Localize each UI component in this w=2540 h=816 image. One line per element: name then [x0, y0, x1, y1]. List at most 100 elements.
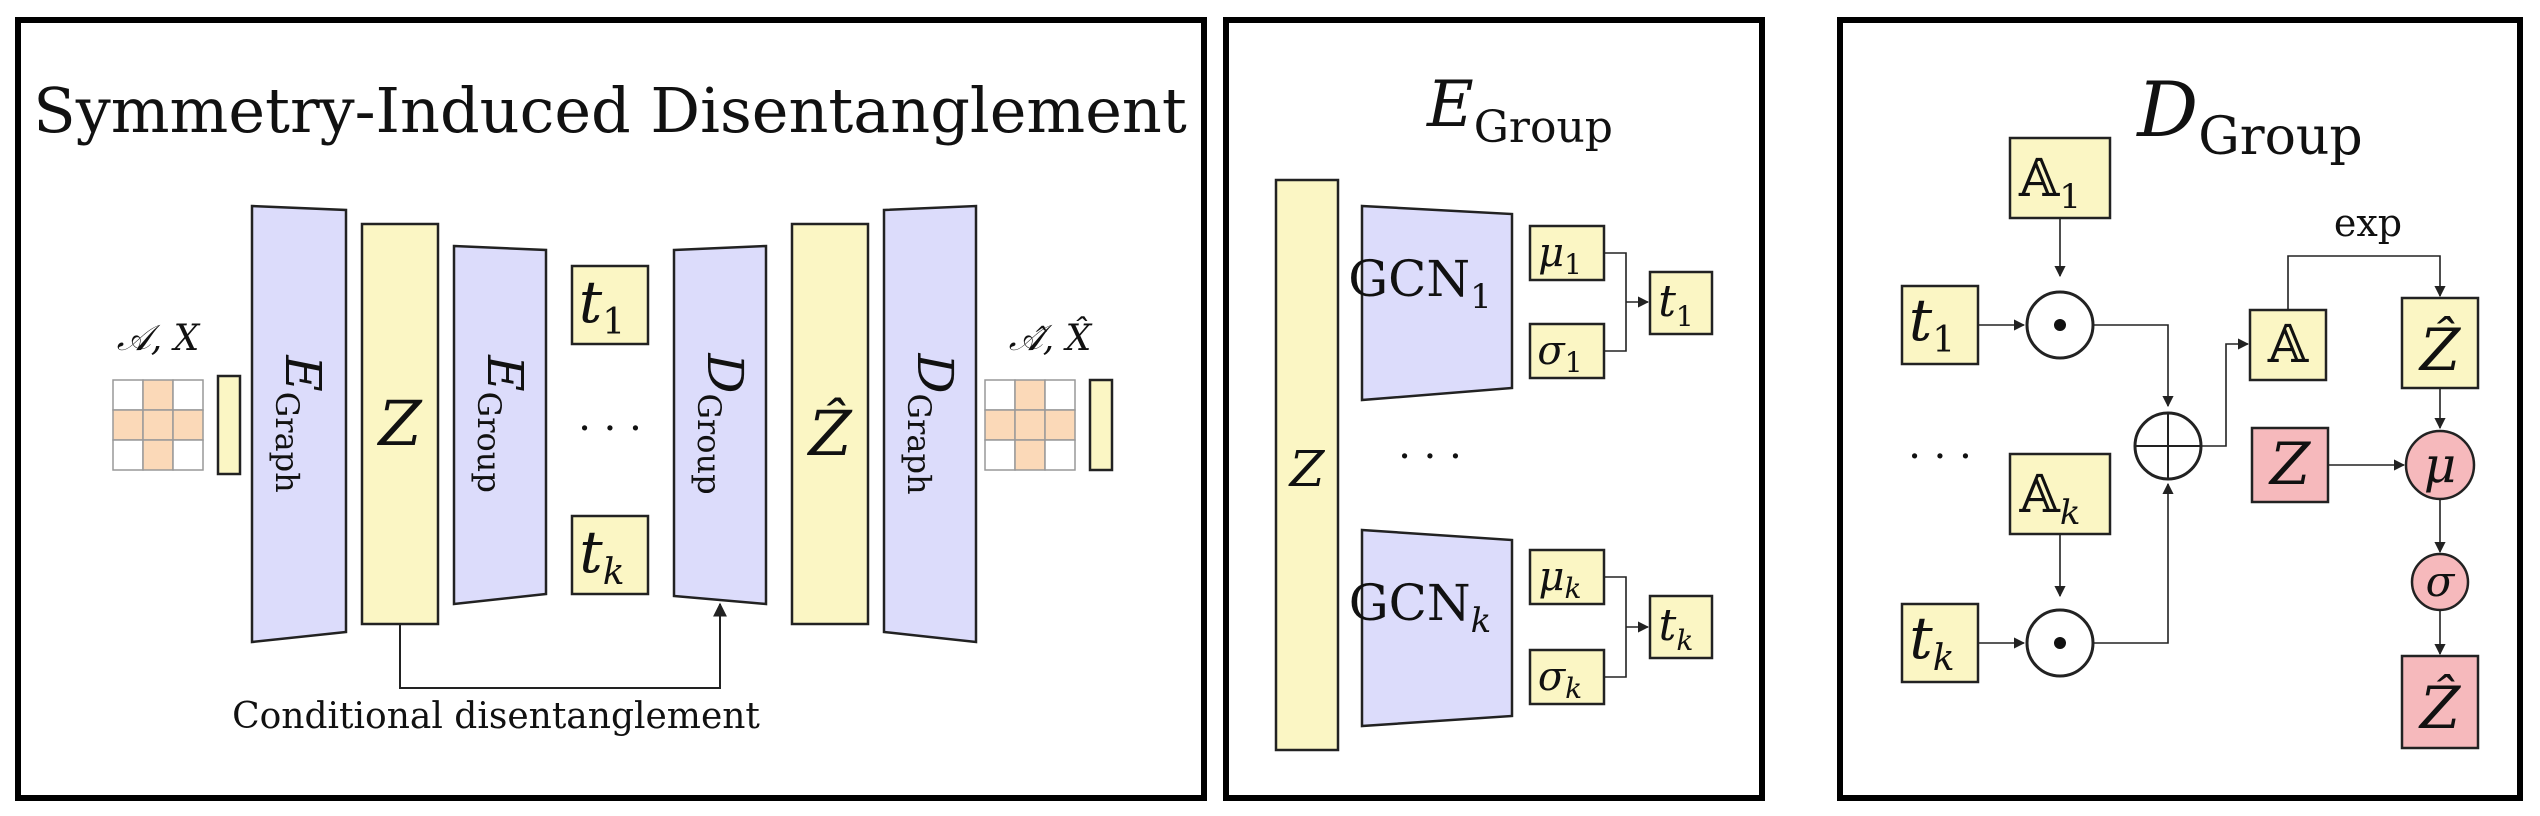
dec-t1-block	[1900, 284, 1980, 366]
sigma1-block	[1528, 322, 1606, 380]
d-group-label: D	[696, 352, 754, 393]
z-hat-label: Ẑ	[806, 397, 852, 470]
ak-label: 𝔸	[2019, 465, 2061, 525]
d-graph-block	[882, 204, 978, 644]
tk-subscript: k	[603, 552, 625, 593]
d-graph-label: D	[906, 352, 964, 393]
muk-subscript: k	[1565, 572, 1582, 605]
muk-label: μ	[1539, 554, 1565, 600]
svg-text:𝔸k: 𝔸k	[2019, 465, 2081, 533]
tk-label: t	[579, 518, 603, 586]
odot1-to-oplus-arrow	[2093, 324, 2174, 408]
d-group-subscript: Group	[690, 393, 728, 494]
z-hat-top-label: Ẑ	[2418, 316, 2462, 384]
z-label: Z	[376, 387, 422, 460]
svg-text:μk: μk	[1539, 554, 1582, 605]
gcnk-label: GCN	[1349, 574, 1471, 632]
dec-t1-subscript: 1	[1932, 320, 1955, 361]
mu1-label: μ	[1538, 230, 1564, 276]
svg-text:𝔸1: 𝔸1	[2018, 149, 2081, 217]
e-group-label: E	[476, 354, 534, 392]
e-group-block	[452, 244, 548, 606]
panel-2-title: E	[1426, 68, 1474, 142]
gcn-dots: · · ·	[1398, 434, 1462, 480]
panel-3-title-subscript: Group	[2198, 107, 2362, 167]
a1-label: 𝔸	[2018, 149, 2060, 209]
z-hat-block	[790, 222, 870, 626]
e-group-z-block	[1274, 178, 1340, 752]
gcnk-subscript: k	[1471, 601, 1492, 641]
svg-text:tk: tk	[579, 518, 624, 593]
output-adjacency-grid	[984, 379, 1076, 471]
e-graph-subscript: Graph	[268, 392, 306, 493]
svg-text:GCNk: GCNk	[1349, 574, 1492, 641]
sigmak-subscript: k	[1565, 672, 1582, 705]
exp-label: exp	[2334, 201, 2402, 245]
dec-dots: · · ·	[1908, 434, 1972, 480]
mu-label: μ	[2424, 436, 2457, 494]
enc-t1-subscript: 1	[1676, 300, 1694, 333]
t1-label: t	[579, 268, 603, 336]
tk-block	[570, 514, 650, 596]
output-graph-label: 𝒜̂, X̂	[1009, 316, 1093, 359]
input-feature-vector	[216, 374, 242, 476]
svg-text:t1: t1	[1658, 276, 1694, 333]
svg-text:DGroup: DGroup	[2135, 65, 2362, 167]
d-graph-subscript: Graph	[900, 394, 938, 495]
d-group-block	[672, 244, 768, 606]
dec-tk-block	[1900, 602, 1980, 684]
svg-text:EGraph: EGraph	[268, 354, 332, 493]
sigma1-subscript: 1	[1565, 346, 1583, 379]
input-graph-label: 𝒜, X	[117, 318, 201, 359]
oplus-cross	[2135, 413, 2201, 479]
e-group-z-label: Z	[1288, 440, 1326, 498]
svg-text:DGraph: DGraph	[900, 352, 964, 494]
z-hat-bottom-block	[2400, 654, 2480, 750]
panel-symmetry-induced-disentanglement: Symmetry-Induced Disentanglement 𝒜, X EG…	[15, 17, 1207, 801]
sigmak-label: σ	[1538, 654, 1567, 700]
svg-text:tk: tk	[1659, 600, 1694, 657]
dec-tk-subscript: k	[1933, 638, 1955, 679]
svg-text:σk: σk	[1538, 654, 1582, 705]
svg-text:EGroup: EGroup	[1426, 68, 1613, 153]
input-adjacency-grid	[112, 379, 204, 471]
dec-t1-label: t	[1909, 286, 1933, 354]
panel-2-title-subscript: Group	[1474, 102, 1613, 153]
svg-text:μ1: μ1	[1538, 230, 1582, 281]
t1-block	[570, 264, 650, 346]
svg-text:DGroup: DGroup	[690, 352, 754, 494]
odot-1-dot	[2054, 319, 2066, 331]
e-group-subscript: Group	[470, 392, 508, 493]
svg-text:EGroup: EGroup	[470, 354, 534, 493]
gcn1-block	[1360, 204, 1514, 402]
e-graph-block	[250, 204, 348, 644]
enc-tk-block	[1648, 594, 1714, 660]
svg-text:t1: t1	[579, 268, 625, 343]
svg-text:t1: t1	[1909, 286, 1955, 361]
z-pink-label: Z	[2268, 430, 2312, 498]
ak-subscript: k	[2060, 493, 2081, 533]
z-latent-block	[360, 222, 440, 626]
a1-subscript: 1	[2059, 177, 2081, 217]
exp-arrow	[2287, 255, 2446, 310]
e-graph-label: E	[274, 354, 332, 392]
a1-block	[2008, 136, 2112, 220]
conditional-connection-arrow	[399, 602, 727, 689]
sigma-label: σ	[2426, 557, 2456, 606]
oplus-to-a-arrow	[2201, 338, 2250, 447]
sigma1-label: σ	[1537, 328, 1566, 374]
odot-k-dot	[2054, 637, 2066, 649]
gcnk-block	[1360, 528, 1514, 728]
panel-d-group: DGroup 𝔸1 t1 · · · 𝔸k tk	[1837, 17, 2523, 801]
odotk-to-oplus-arrow	[2093, 482, 2174, 644]
t1-subscript: 1	[602, 302, 625, 343]
z-hat-bottom-label: Ẑ	[2418, 674, 2462, 742]
t-dots: · · ·	[578, 406, 642, 452]
panel-e-group: EGroup Z GCN1 · · · GCNk μ1 σ1 t1	[1223, 17, 1765, 801]
svg-text:σ1: σ1	[1537, 328, 1582, 379]
a-label: 𝔸	[2267, 315, 2309, 375]
enc-t1-label: t	[1658, 276, 1676, 327]
panel-3-title: D	[2135, 65, 2198, 154]
gcn1-label: GCN	[1348, 250, 1470, 308]
